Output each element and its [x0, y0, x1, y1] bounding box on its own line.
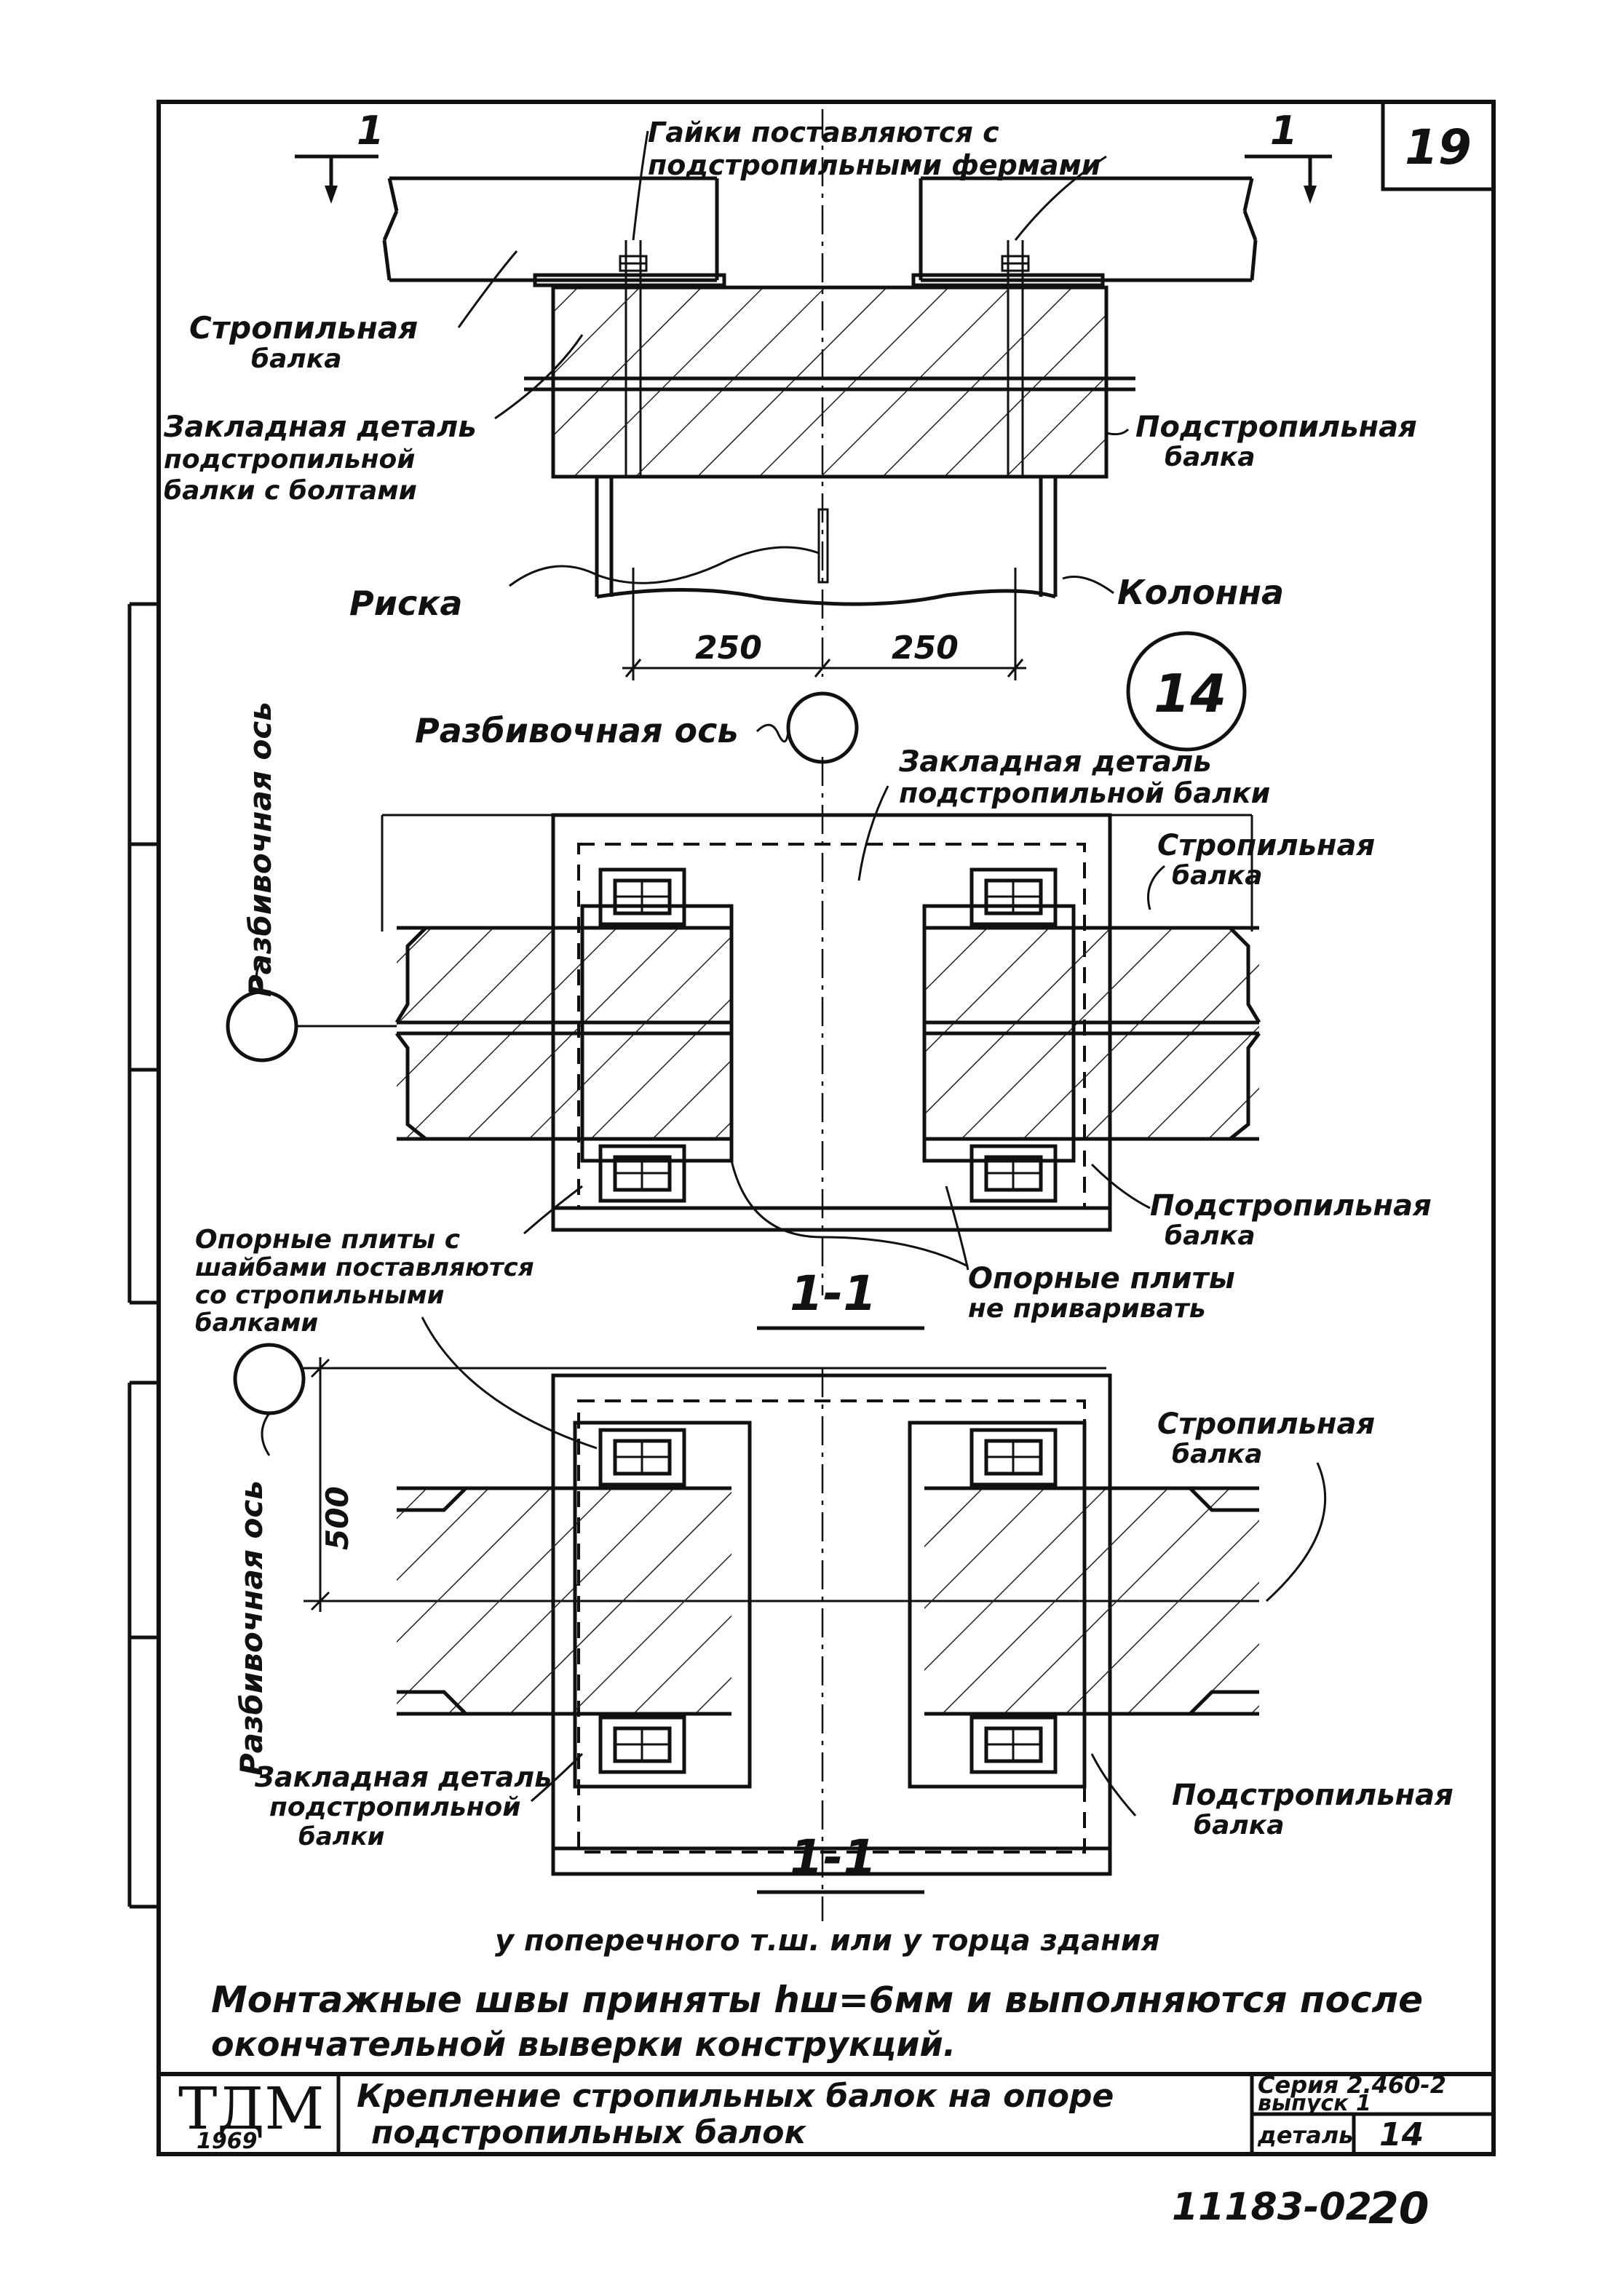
- plan2-section-title-text: 1-1: [790, 1830, 876, 1886]
- support-plates-plan-1: [598, 867, 1058, 1203]
- axis-marker-left-plan-1: [226, 960, 397, 1062]
- plan1-section-title: 1-1: [757, 1266, 924, 1330]
- section-marker-left: 1: [295, 108, 384, 204]
- dim-250-right: 250: [892, 629, 959, 667]
- layout-axis-top: Разбивочная ось: [415, 691, 859, 764]
- year: 1969: [197, 2129, 258, 2154]
- note-line2: окончательной выверки конструкций.: [211, 2025, 956, 2064]
- plan1-vertical-axis-label: Разбивочная ось: [242, 702, 278, 997]
- support-plates-plan-2: [598, 1428, 1058, 1774]
- nuts-note-line1: Гайки поставляются с: [648, 116, 999, 148]
- nuts-note-line2: подстропильными фермами: [648, 149, 1101, 181]
- plan2-subrafter-line2: балка: [1194, 1811, 1285, 1840]
- layout-axis-label: Разбивочная ось: [415, 711, 738, 750]
- sheet-number-box: 19: [1381, 100, 1496, 191]
- plan2-section-title: 1-1: [757, 1830, 924, 1894]
- embedded-label-line3: балки с болтами: [164, 476, 417, 506]
- detail-number: 14: [1379, 2116, 1424, 2153]
- dim-250-left: 250: [695, 629, 762, 667]
- subrafter-label-line2: балка: [1165, 442, 1256, 472]
- page-number: 20: [1368, 2183, 1429, 2234]
- dim-500-text: 500: [320, 1486, 355, 1550]
- plan1-rafter-line2: балка: [1172, 861, 1263, 891]
- plan-2: 500: [233, 1316, 1454, 1958]
- plan1-rafter-line1: Стропильная: [1157, 829, 1375, 862]
- plan1-subrafter-line2: балка: [1165, 1221, 1256, 1251]
- plan2-embedded-line3: балки: [298, 1822, 385, 1851]
- column-elevation: [595, 477, 1058, 606]
- top-view: 1 1: [163, 108, 1417, 680]
- issue: выпуск 1: [1258, 2091, 1371, 2116]
- subrafter-label-line1: Подстропильная: [1135, 410, 1417, 444]
- stamp-code: 11183-02: [1172, 2185, 1372, 2229]
- sheet-frame: [127, 100, 1496, 2156]
- plan1-embedded-line1: Закладная деталь: [898, 745, 1212, 779]
- plan1-plates-washers-line4: балками: [195, 1308, 318, 1338]
- plan-1: Закладная деталь подстропильной балки Ст…: [195, 702, 1432, 1338]
- plan2-subrafter-line1: Подстропильная: [1172, 1779, 1454, 1812]
- logo-tdm: ТДМ: [178, 2075, 324, 2142]
- mark-label: Риска: [349, 584, 462, 623]
- title-line2: подстропильных балок: [371, 2114, 807, 2151]
- dimension-chain-250: 250 250: [622, 568, 1026, 680]
- plan1-plates-washers-line3: со стропильными: [195, 1281, 444, 1310]
- rafter-beam-label-line1: Стропильная: [189, 310, 418, 346]
- plan2-rafter-line1: Стропильная: [1157, 1407, 1375, 1441]
- plan1-section-title-text: 1-1: [790, 1266, 876, 1322]
- column-label: Колонна: [1117, 573, 1284, 612]
- plan2-embedded-line2: подстропильной: [269, 1792, 520, 1822]
- section-marker-right: 1: [1245, 108, 1332, 204]
- rafter-beam-label-line2: балка: [251, 344, 342, 374]
- rafter-beam-left-plan: [394, 904, 734, 1163]
- subrafter-beam-elevation: [524, 285, 1135, 479]
- rafter-beam-right-plan-2: [908, 1421, 1259, 1789]
- title-line1: Крепление стропильных балок на опоре: [357, 2078, 1114, 2115]
- section-mark-left: 1: [357, 108, 384, 154]
- plan-2-leaders: [421, 1316, 1327, 1816]
- top-leaders: [457, 130, 1130, 595]
- series: Серия 2.460-2: [1258, 2071, 1446, 2099]
- rafter-beam-right-elevation: [911, 176, 1258, 287]
- plan2-embedded-line1: Закладная деталь: [254, 1761, 552, 1793]
- rafter-beam-right-plan: [922, 904, 1261, 1163]
- rafter-beam-left-plan-2: [397, 1421, 752, 1789]
- section-mark-right: 1: [1270, 108, 1298, 154]
- plan1-embedded-line2: подстропильной балки: [899, 777, 1270, 809]
- note-line1: Монтажные швы приняты hш=6мм и выполняют…: [211, 1979, 1423, 2021]
- plan1-plates-washers-line1: Опорные плиты с: [195, 1225, 460, 1255]
- title-block: ТДМ 1969 Крепление стропильных балок на …: [159, 2071, 1494, 2154]
- detail-label: деталь: [1257, 2121, 1353, 2149]
- plan1-plates-noweld-line2: не приваривать: [968, 1294, 1205, 1324]
- plan1-subrafter-line1: Подстропильная: [1150, 1189, 1432, 1223]
- detail-circle: 14: [1126, 631, 1247, 752]
- plan-1-leaders: [523, 785, 1165, 1271]
- plan1-plates-washers-line2: шайбами поставляются: [195, 1253, 534, 1282]
- sheet-number: 19: [1405, 119, 1472, 175]
- dim-500: 500: [310, 1357, 355, 1612]
- rafter-beam-left-elevation: [382, 176, 726, 287]
- embedded-label-line2: подстропильной: [164, 445, 415, 474]
- plan2-caption: у поперечного т.ш. или у торца здания: [495, 1924, 1160, 1958]
- plan2-rafter-line2: балка: [1172, 1439, 1263, 1469]
- embedded-label-line1: Закладная деталь: [163, 410, 477, 444]
- plan2-vertical-axis-label: Разбивочная ось: [234, 1480, 269, 1776]
- plan1-plates-noweld-line1: Опорные плиты: [968, 1262, 1235, 1295]
- detail-circle-number: 14: [1154, 663, 1226, 724]
